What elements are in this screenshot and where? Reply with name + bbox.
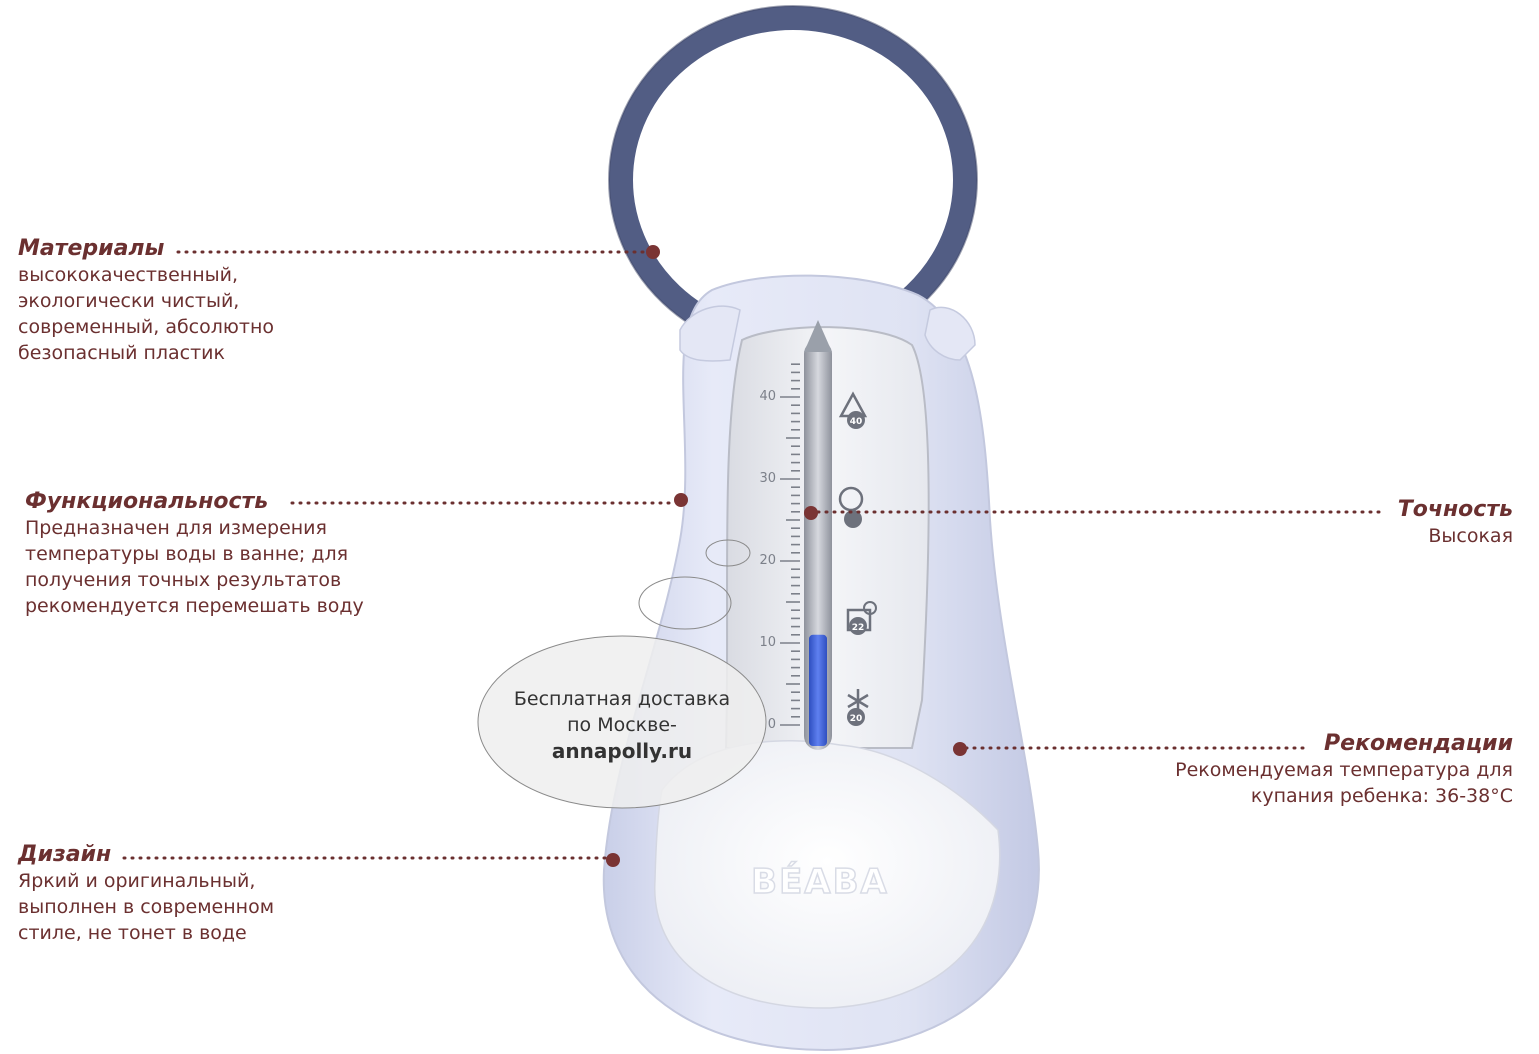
promo-text: Бесплатная доставка по Москве- annapolly… xyxy=(482,686,762,764)
annotation-body: Высокая xyxy=(1428,525,1513,547)
annotation-title: Материалы xyxy=(18,236,165,261)
scale-tick-label: 10 xyxy=(759,635,776,650)
annotation-title: Дизайн xyxy=(18,842,112,867)
annotation-title: Рекомендации xyxy=(1324,731,1513,756)
annotation-accuracy: Точность Высокая xyxy=(1398,497,1513,549)
icon-ideal-temp xyxy=(838,486,864,528)
annotation-design: Дизайн Яркий и оригинальный, выполнен в … xyxy=(18,842,274,946)
promo-line1: Бесплатная доставка xyxy=(513,688,731,710)
temperature-scale: 40 30 20 10 0 xyxy=(759,363,800,732)
scale-tick-label: 0 xyxy=(768,717,776,732)
annotation-recommendations: Рекомендации Рекомендуемая температура д… xyxy=(1175,731,1513,809)
annotation-title: Функциональность xyxy=(25,489,269,514)
annotation-title: Точность xyxy=(1397,497,1513,522)
mercury-column xyxy=(809,634,827,746)
leader-dots xyxy=(606,245,967,867)
thought-bubble-medium xyxy=(638,576,732,630)
promo-site-link[interactable]: annapolly.ru xyxy=(551,739,693,763)
scale-tick-label: 40 xyxy=(759,389,776,404)
thermometer-tube xyxy=(804,320,832,750)
annotation-materials: Материалы высококачественный, экологичес… xyxy=(18,236,274,366)
scale-tick-label: 20 xyxy=(759,553,776,568)
promo-line2: по Москве- xyxy=(567,714,677,736)
annotation-body: Предназначен для измерения температуры в… xyxy=(25,517,364,617)
svg-text:20: 20 xyxy=(850,714,863,724)
icon-cold-temp: 20 xyxy=(847,689,869,726)
annotation-functionality: Функциональность Предназначен для измере… xyxy=(25,489,364,619)
thought-bubble-small xyxy=(705,539,751,567)
brand-logo: BÉABA xyxy=(751,861,889,902)
annotation-body: Рекомендуемая температура для купания ре… xyxy=(1175,759,1513,807)
scale-tick-label: 30 xyxy=(759,471,776,486)
svg-text:22: 22 xyxy=(852,623,865,633)
icon-column: 40 22 20 xyxy=(838,391,877,726)
leader-lines xyxy=(122,250,1382,860)
icon-room-temp: 22 xyxy=(846,601,877,635)
svg-text:40: 40 xyxy=(850,417,863,427)
icon-hot-warning: 40 xyxy=(838,391,868,429)
promo-bubble xyxy=(477,635,767,809)
annotation-body: Яркий и оригинальный, выполнен в совреме… xyxy=(18,870,275,944)
annotation-body: высококачественный, экологически чистый,… xyxy=(18,264,274,364)
